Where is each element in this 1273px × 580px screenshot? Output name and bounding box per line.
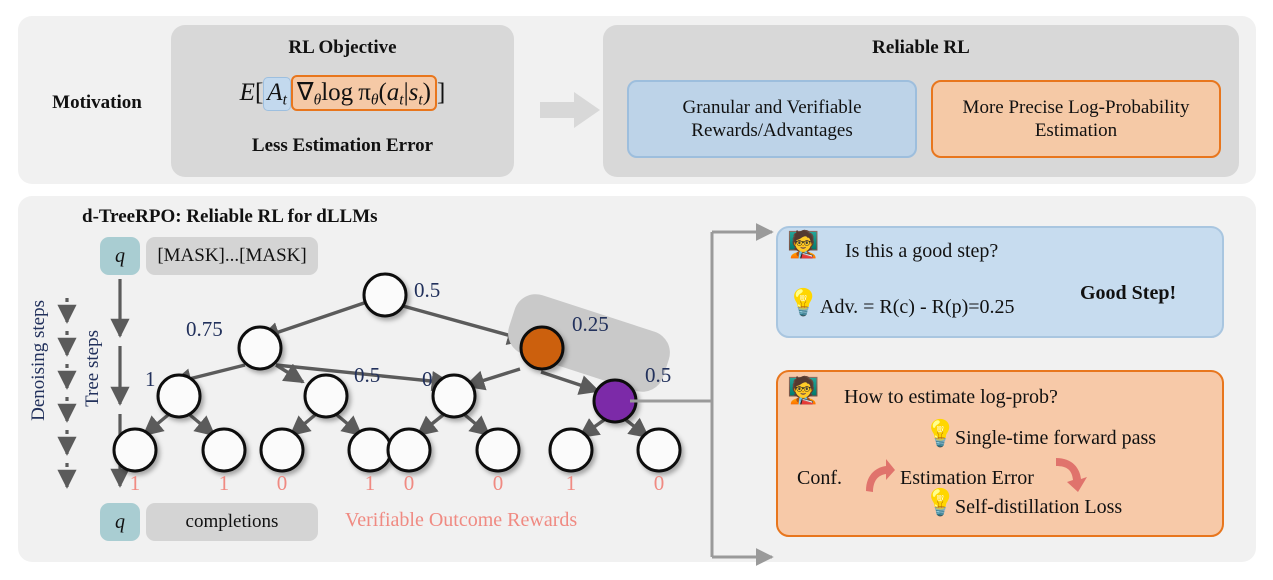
tree-edges-lower xyxy=(142,363,650,439)
tree-node-l1-right-selected[interactable] xyxy=(519,325,565,371)
tree-node-l2-c[interactable] xyxy=(431,373,477,419)
verifiable-outcome-rewards-label: Verifiable Outcome Rewards xyxy=(345,509,578,531)
formula-a: a xyxy=(386,79,400,106)
leaf-reward-labels: 1 1 0 1 0 0 1 0 xyxy=(130,471,665,495)
formula-advantage-term: At xyxy=(263,77,291,112)
mask-sequence-box: [MASK]...[MASK] xyxy=(146,237,318,275)
tree-node-l2-b[interactable] xyxy=(303,373,349,419)
reasoning-tree: 0.5 0.75 0.25 1 0.5 0 0.5 1 1 0 1 0 0 1 … xyxy=(57,272,682,495)
tree-leaf-7[interactable] xyxy=(548,427,594,473)
formula-log: log xyxy=(321,79,354,106)
tree-leaf-5[interactable] xyxy=(386,427,432,473)
estimation-error-label: Estimation Error xyxy=(900,467,1034,489)
leaf-reward-1: 1 xyxy=(130,471,141,495)
curved-down-arrow-icon xyxy=(1056,458,1087,492)
leaf-reward-6: 0 xyxy=(493,471,504,495)
tree-leaf-4[interactable] xyxy=(347,427,393,473)
leaf-reward-5: 0 xyxy=(404,471,415,495)
reliable-rl-title: Reliable RL xyxy=(872,37,970,58)
leaf-reward-4: 1 xyxy=(365,471,376,495)
less-estimation-error-label: Less Estimation Error xyxy=(251,135,434,156)
formula-bracket-open: [ xyxy=(254,79,264,106)
logprob-callout xyxy=(776,370,1224,537)
tree-node-l1-left[interactable] xyxy=(237,325,283,371)
thinking-person-icon: 🧑‍🏫 xyxy=(787,230,820,259)
callout-connector xyxy=(630,223,774,566)
tree-nodes xyxy=(112,272,682,473)
tree-leaf-6[interactable] xyxy=(475,427,521,473)
value-l1-right: 0.25 xyxy=(572,312,609,336)
formula-pi: π xyxy=(358,79,371,106)
formula-logprob-term: ∇θlog πθ(at|st) xyxy=(290,75,437,112)
value-l2-b: 0.5 xyxy=(354,363,380,387)
blue-question: Is this a good step? xyxy=(845,240,999,262)
leaf-reward-7: 1 xyxy=(566,471,577,495)
right-block-arrow-icon xyxy=(540,92,600,128)
completions-box: completions xyxy=(146,503,318,541)
good-step-verdict: Good Step! xyxy=(1080,282,1177,304)
orange-answer-1: Single-time forward pass xyxy=(955,427,1157,449)
value-l1-left: 0.75 xyxy=(186,317,223,341)
formula-grad: ∇ xyxy=(296,79,314,106)
thinking-person-icon: 🧑‍🏫 xyxy=(787,376,820,405)
leaf-reward-8: 0 xyxy=(654,471,665,495)
lightbulb-check-icon: 💡 xyxy=(924,419,957,448)
tree-leaf-8[interactable] xyxy=(636,427,682,473)
granular-verifiable-rewards-box: Granular and Verifiable Rewards/Advantag… xyxy=(627,80,917,158)
leaf-reward-3: 0 xyxy=(277,471,288,495)
conf-label: Conf. xyxy=(797,467,842,489)
query-badge-bottom: q xyxy=(100,503,140,541)
tree-leaf-1[interactable] xyxy=(112,427,158,473)
blue-answer: Adv. = R(c) - R(p)=0.25 xyxy=(820,296,1015,318)
tree-leaf-2[interactable] xyxy=(201,427,247,473)
formula-advantage-sub: t xyxy=(282,91,287,109)
tree-leaf-3[interactable] xyxy=(259,427,305,473)
value-l2-d: 0.5 xyxy=(645,363,671,387)
value-l2-a: 1 xyxy=(145,367,156,391)
rl-objective-title: RL Objective xyxy=(288,37,397,58)
formula-bracket-close: ] xyxy=(436,79,446,106)
diagram-title: d-TreeRPO: Reliable RL for dLLMs xyxy=(82,206,378,227)
value-l2-c: 0 xyxy=(422,367,433,391)
leaf-reward-2: 1 xyxy=(219,471,230,495)
precise-logprob-box: More Precise Log-Probability Estimation xyxy=(931,80,1221,158)
motivation-label: Motivation xyxy=(52,92,142,113)
orange-question: How to estimate log-prob? xyxy=(844,386,1058,408)
formula-paren-open: ( xyxy=(378,79,387,106)
formula-advantage: A xyxy=(267,79,283,106)
good-step-callout xyxy=(776,226,1224,338)
rl-objective-formula: E[At∇θlog πθ(at|st)] xyxy=(171,75,514,112)
tree-node-root[interactable] xyxy=(362,272,408,318)
formula-grad-sub: θ xyxy=(313,91,322,109)
lightbulb-check-icon: 💡 xyxy=(924,488,957,517)
query-badge-top: q xyxy=(100,237,140,275)
value-root: 0.5 xyxy=(414,278,440,302)
formula-paren-close: ) xyxy=(422,79,431,106)
lightbulb-check-icon: 💡 xyxy=(787,288,820,317)
formula-s: s xyxy=(408,79,419,106)
curved-up-arrow-icon xyxy=(866,459,895,492)
formula-expectation: E xyxy=(239,79,255,106)
tree-node-l2-a[interactable] xyxy=(156,373,202,419)
rl-objective-box: RL Objective E[At∇θlog πθ(at|st)] Less E… xyxy=(171,25,514,177)
tree-value-labels: 0.5 0.75 0.25 1 0.5 0 0.5 xyxy=(145,278,671,391)
formula-s-sub: t xyxy=(418,91,423,109)
formula-a-sub: t xyxy=(399,91,404,109)
formula-bar: | xyxy=(403,79,409,106)
formula-pi-sub: θ xyxy=(370,91,379,109)
highlight-band xyxy=(508,294,670,392)
orange-answer-2: Self-distillation Loss xyxy=(955,496,1123,518)
